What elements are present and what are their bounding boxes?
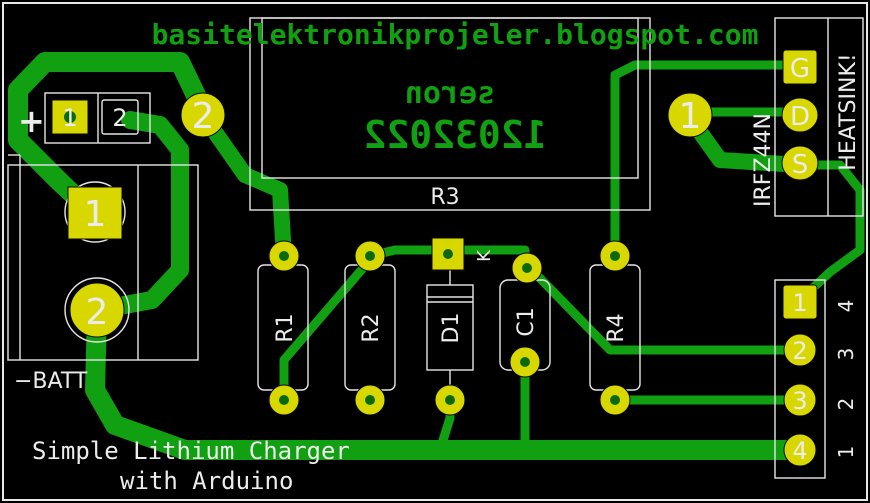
header-pad-4	[783, 433, 817, 467]
header-pad-1	[782, 284, 818, 320]
conn-top-pin2: 2	[112, 104, 127, 132]
r1-label: R1	[273, 313, 298, 342]
d1-k-label: K	[474, 249, 495, 262]
battery-minus-label: −BATT	[14, 369, 88, 394]
website-text: basitelektronikprojeler.blogspot.com	[152, 18, 759, 51]
pads	[51, 49, 819, 467]
header-pad2-number: 2	[792, 337, 807, 365]
mosfet-pad-s	[781, 145, 819, 181]
mosfet-g-label: G	[790, 54, 810, 84]
mosfet-s-label: S	[792, 150, 809, 180]
header-label-3: 3	[834, 348, 858, 361]
title-line-2: with Arduino	[120, 467, 293, 495]
mosfet-pad-d	[781, 97, 819, 133]
header-pad1-number: 1	[792, 289, 807, 317]
battery-holder-outline	[7, 164, 199, 361]
r4-label: R4	[604, 313, 629, 342]
header-outline	[774, 279, 826, 479]
battery-plus-label: +	[18, 102, 45, 140]
header-pad4-number: 4	[792, 437, 807, 465]
conn-top-pin1: 1	[62, 104, 77, 132]
r3-pad-2	[180, 92, 226, 138]
silkscreen	[7, 17, 864, 479]
mosfet-d-label: D	[790, 102, 810, 132]
heatsink-label: HEATSINK!	[836, 53, 861, 170]
mosfet-outline	[774, 17, 864, 217]
r3-inner	[261, 17, 639, 179]
d1-label: D1	[439, 313, 464, 344]
r3-pad-1	[667, 92, 713, 138]
battery-pad1-number: 1	[84, 194, 107, 235]
header-pad-2	[783, 333, 817, 367]
mosfet-name-label: IRFZ44N	[751, 113, 776, 207]
title-line-1: Simple Lithium Charger	[32, 437, 350, 465]
r3-pad2-number: 2	[192, 96, 215, 137]
battery-pad2-number: 2	[86, 292, 109, 333]
header-pad3-number: 3	[792, 387, 807, 415]
header-label-2: 2	[834, 398, 858, 411]
date-mirrored: 12032022	[363, 113, 546, 157]
header-label-1: 1	[834, 446, 858, 459]
r3-pad1-number: 1	[679, 96, 702, 137]
header-label-4: 4	[834, 300, 858, 313]
battery-pad-1	[67, 186, 123, 240]
r3-label: R3	[430, 185, 459, 210]
ic-name-mirrored: seron	[405, 76, 495, 111]
c1-label: C1	[514, 307, 539, 336]
battery-pad-2	[69, 282, 125, 338]
mosfet-pad-g	[782, 49, 818, 85]
header-pad-3	[783, 383, 817, 417]
r2-label: R2	[359, 313, 384, 342]
